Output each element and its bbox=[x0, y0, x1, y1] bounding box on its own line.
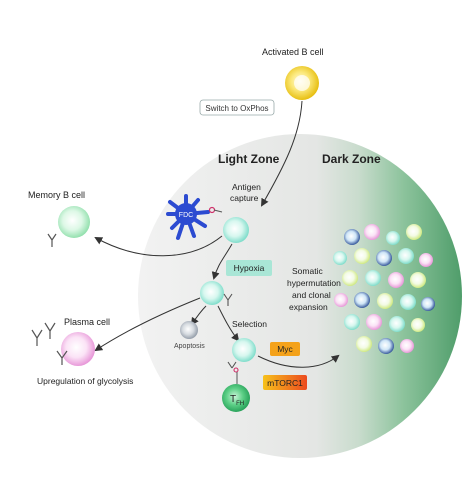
dz-cell bbox=[364, 224, 380, 240]
dz-cell bbox=[354, 248, 370, 264]
mhc-icon bbox=[227, 361, 239, 373]
fdc-cell: FDC bbox=[166, 194, 210, 240]
dz-cell bbox=[378, 338, 394, 354]
dz-cell bbox=[342, 270, 358, 286]
dz-cell bbox=[411, 318, 425, 332]
switch-oxphos-label: Switch to OxPhos bbox=[205, 104, 268, 113]
antigen-capture-label-1: Antigen bbox=[232, 182, 261, 192]
dz-cell bbox=[344, 229, 360, 245]
myc-box bbox=[270, 342, 300, 356]
myc-label: Myc bbox=[277, 344, 293, 354]
dz-cell bbox=[421, 297, 435, 311]
tfh-label: TFH bbox=[230, 394, 244, 407]
bcr-icon bbox=[223, 293, 233, 306]
memory-b-cell-label: Memory B cell bbox=[28, 190, 85, 200]
dz-cell bbox=[386, 231, 400, 245]
dz-cell bbox=[419, 253, 433, 267]
antibody-icon bbox=[31, 322, 68, 365]
dark-zone-label: Dark Zone bbox=[322, 152, 381, 166]
arrow-to-dark-zone bbox=[257, 354, 340, 368]
b-cell-hypoxia bbox=[200, 281, 224, 305]
b-cell-selection bbox=[232, 338, 256, 362]
dz-cell bbox=[400, 294, 416, 310]
germinal-center bbox=[138, 134, 462, 458]
dark-zone-cell-cluster bbox=[333, 224, 435, 354]
antigen-capture-label-2: capture bbox=[230, 193, 259, 203]
dz-cell bbox=[406, 224, 422, 240]
apoptosis-label: Apoptosis bbox=[174, 343, 205, 350]
plasma-cell-label: Plasma cell bbox=[64, 317, 110, 327]
dz-cell bbox=[388, 272, 404, 288]
light-zone-label: Light Zone bbox=[218, 152, 280, 166]
dz-cell bbox=[410, 272, 426, 288]
fdc-label: FDC bbox=[179, 212, 193, 219]
dz-cell bbox=[366, 314, 382, 330]
b-cell-antigen-capture bbox=[223, 217, 249, 243]
arrow-activated-to-gc bbox=[261, 100, 303, 207]
somatic-label-2: hypermutation bbox=[287, 278, 341, 288]
dz-cell bbox=[354, 292, 370, 308]
arrow-to-memory bbox=[94, 235, 223, 257]
dz-cell bbox=[344, 314, 360, 330]
dz-cell bbox=[356, 336, 372, 352]
dz-cell bbox=[398, 248, 414, 264]
dz-cell bbox=[365, 270, 381, 286]
selection-label: Selection bbox=[232, 319, 267, 329]
upregulation-glycolysis-label: Upregulation of glycolysis bbox=[37, 376, 133, 386]
somatic-label-4: expansion bbox=[289, 302, 328, 312]
memory-b-cell bbox=[58, 206, 90, 238]
hypoxia-box bbox=[226, 260, 272, 276]
somatic-label-3: and clonal bbox=[292, 290, 331, 300]
apoptotic-cell bbox=[180, 321, 198, 339]
plasma-cell bbox=[61, 332, 95, 366]
mtorc1-box bbox=[263, 375, 307, 390]
tfh-cell bbox=[222, 384, 250, 412]
dz-cell bbox=[389, 316, 405, 332]
switch-oxphos-box bbox=[199, 99, 275, 116]
antibody-icon bbox=[47, 233, 57, 247]
dz-cell bbox=[376, 250, 392, 266]
dz-cell bbox=[400, 339, 414, 353]
arrow-to-plasma bbox=[94, 297, 201, 352]
activated-b-cell-label: Activated B cell bbox=[262, 47, 324, 57]
dz-cell bbox=[334, 293, 348, 307]
dz-cell bbox=[377, 293, 393, 309]
somatic-label-1: Somatic bbox=[292, 266, 323, 276]
dz-cell bbox=[333, 251, 347, 265]
mtorc1-label: mTORC1 bbox=[267, 378, 303, 388]
hypoxia-label: Hypoxia bbox=[234, 263, 265, 273]
